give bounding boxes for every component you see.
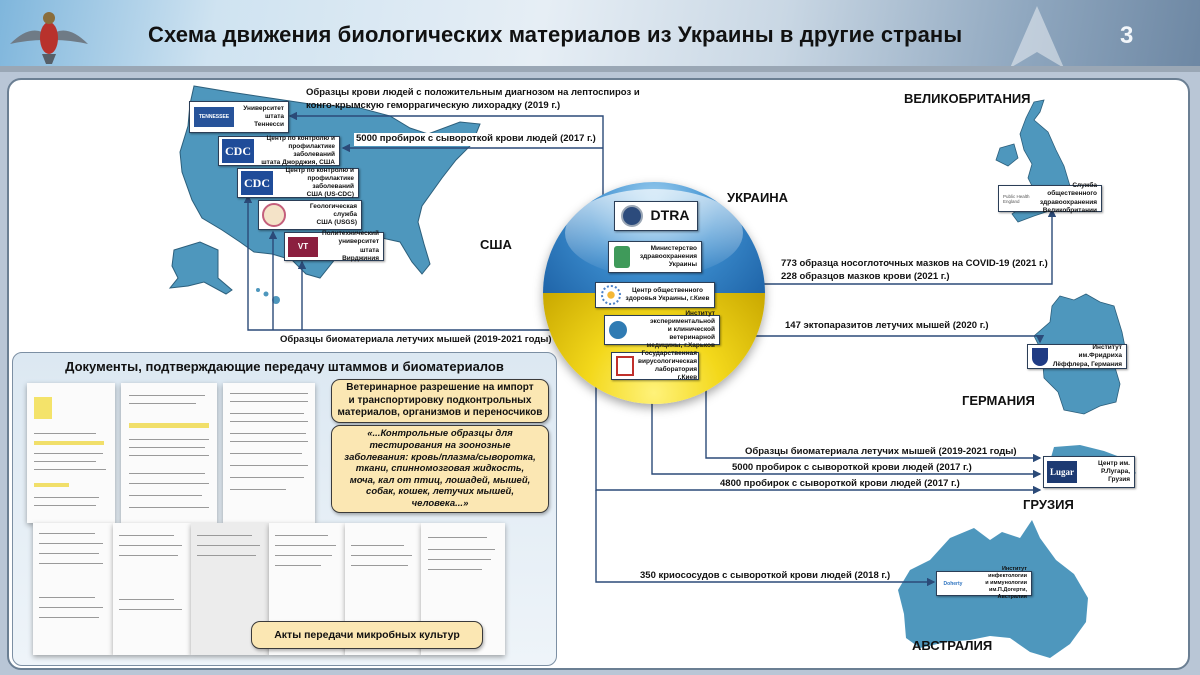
uk-map [995,99,1077,223]
flow-label-usa-bats: Образцы биоматериала летучих мышей (2019… [280,334,552,345]
flow-label-georgia-serum-5000: 5000 пробирок с сывороткой крови людей (… [732,462,972,473]
ministry-emblem-icon [614,246,630,268]
header-divider [0,66,1200,72]
slide-header: Схема движения биологических материалов … [0,0,1200,72]
flow-label-uk-covid: 773 образца носоглоточных мазков на COVI… [781,258,1048,282]
doherty-logo-icon: Doherty [943,580,963,587]
slide-title: Схема движения биологических материалов … [148,22,963,47]
org-cdc-georgia: CDC Центр по контролю и профилактике заб… [218,135,340,166]
document-scan-terms [223,383,315,523]
country-label-usa: США [480,237,512,252]
virology-lab-logo-icon [616,356,634,376]
callout-microbial-culture-acts: Акты передачи микробных культур [251,621,483,649]
callout-control-samples-quote: «...Контрольные образцы для тестирования… [331,425,549,513]
org-public-health-center-kiev: Центр общественного здоровья Украины, г.… [595,282,715,308]
document-scan-letter [27,383,115,523]
cdc-logo-icon: CDC [241,171,273,195]
country-label-ukraine: УКРАИНА [727,190,789,205]
org-us-cdc: CDC Центр по контролю и профилактике заб… [237,167,359,198]
org-dtra: DTRA [614,201,698,231]
country-label-uk: ВЕЛИКОБРИТАНИЯ [904,91,1031,106]
documents-title: Документы, подтверждающие передачу штамм… [65,359,504,374]
army-star-icon [1010,6,1064,68]
page-number: 3 [1120,22,1134,49]
country-label-germany: ГЕРМАНИЯ [962,393,1035,408]
flow-label-australia-cryo: 350 криососудов с сывороткой крови людей… [640,570,891,581]
cdc-logo-icon: CDC [222,139,254,163]
flow-label-georgia-bats: Образцы биоматериала летучих мышей (2019… [745,446,1017,457]
documents-panel: Документы, подтверждающие передачу штамм… [12,352,557,666]
phe-logo-icon: Public Health England [1003,193,1030,204]
lugar-logo-icon: Lugar [1047,461,1077,483]
org-doherty-institute: Doherty Институт инфектологии и иммуноло… [936,566,1032,600]
org-state-virology-lab-kiev: Государственная вирусологическая лаборат… [611,350,699,381]
org-virginia-tech: VT Политехнический университет штата Вир… [284,230,384,262]
flow-label-usa-serum-5000: 5000 пробирок с сывороткой крови людей (… [354,133,598,146]
double-headed-eagle-emblem-icon [10,12,88,64]
document-scan-act-2 [113,523,191,655]
fli-shield-icon [1032,347,1048,366]
org-tennessee-state-university: TENNESSEE Университет штата Теннесси [189,101,289,133]
callout-veterinary-permit: Ветеринарное разрешение на импорт и тран… [331,379,549,423]
country-label-georgia: ГРУЗИЯ [1023,497,1074,512]
tennessee-logo-icon: TENNESSEE [194,107,234,127]
org-vet-institute-kharkov: Институт экспериментальной и клинической… [604,310,720,349]
flow-label-germany-ectoparasites: 147 эктопаразитов летучих мышей (2020 г.… [785,320,989,331]
org-public-health-england: Public Health England Служба общественно… [998,182,1102,214]
org-ministry-of-health-ukraine: Министерство здравоохранения Украины [608,241,702,273]
usgs-seal-icon [262,203,286,227]
country-label-australia: АВСТРАЛИЯ [912,638,993,653]
document-scan-act-1 [33,523,113,655]
flow-label-usa-leptospirosis: Образцы крови людей с положительным диаг… [306,87,640,111]
document-scan-permit [121,383,217,523]
virginia-tech-logo-icon: VT [288,236,318,257]
org-lugar-center: Lugar Центр им. Р.Лугара, Грузия [1043,456,1135,488]
vet-institute-logo-icon [609,321,627,339]
flow-label-georgia-serum-4800: 4800 пробирок с сывороткой крови людей (… [720,478,960,489]
org-usgs: Геологическая служба США (USGS) [258,200,362,230]
org-friedrich-loeffler-institute: Институт им.Фридриха Лёффлера, Германия [1027,344,1127,369]
phc-logo-icon [601,285,621,305]
dtra-seal-icon [621,205,643,227]
